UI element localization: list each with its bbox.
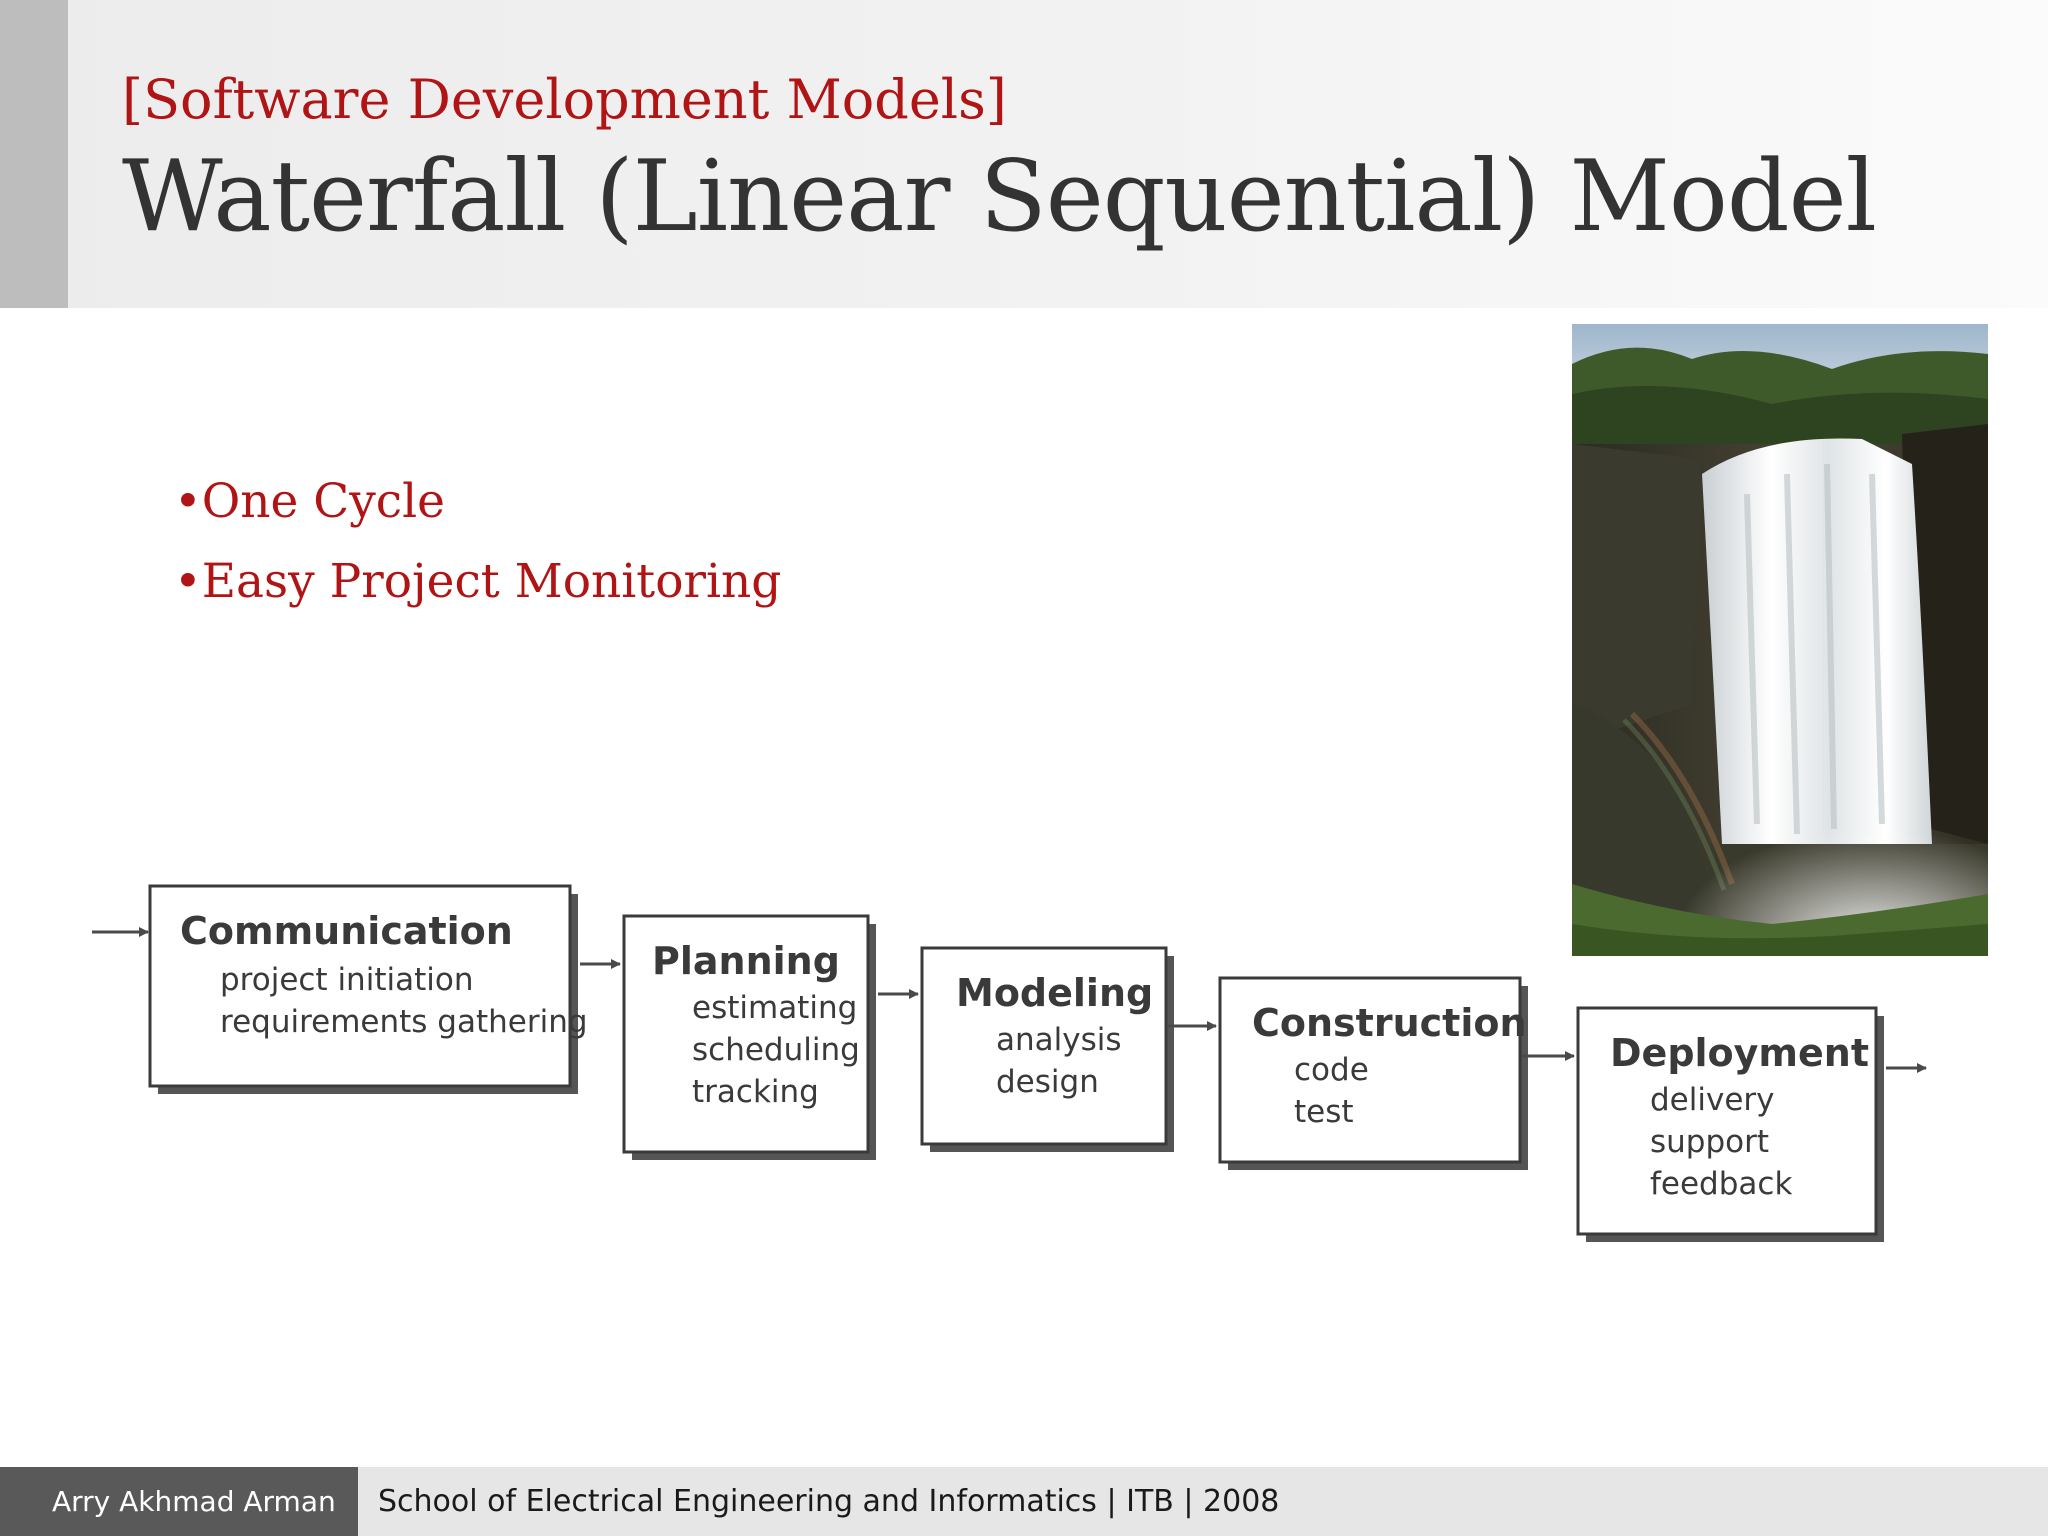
slide-title: Waterfall (Linear Sequential) Model xyxy=(122,140,1877,254)
step-item: project initiation xyxy=(220,962,473,998)
waterfall-photo xyxy=(1572,324,1988,956)
step-item: analysis xyxy=(996,1022,1122,1058)
slide-subtitle: [Software Development Models] xyxy=(122,68,1007,131)
step-title: Deployment xyxy=(1610,1031,1869,1075)
step-item: code xyxy=(1294,1052,1369,1088)
step-item: support xyxy=(1650,1124,1769,1160)
header-band xyxy=(0,0,2048,308)
step-item: tracking xyxy=(692,1074,819,1110)
step-title: Modeling xyxy=(956,971,1153,1015)
footer-institution: School of Electrical Engineering and Inf… xyxy=(358,1467,2048,1536)
step-planning: Planning estimating scheduling tracking xyxy=(622,914,876,1160)
step-construction: Construction code test xyxy=(1218,976,1528,1170)
waterfall-process-diagram: Communication project initiation require… xyxy=(92,884,1927,1242)
bullet-item: •One Cycle xyxy=(174,474,445,529)
step-item: feedback xyxy=(1650,1166,1792,1202)
step-title: Communication xyxy=(180,909,513,953)
step-item: estimating xyxy=(692,990,857,1026)
footer-author: Arry Akhmad Arman xyxy=(0,1467,358,1536)
step-item: test xyxy=(1294,1094,1354,1130)
header-accent-bar xyxy=(0,0,68,308)
step-title: Construction xyxy=(1252,1001,1527,1045)
step-modeling: Modeling analysis design xyxy=(920,946,1174,1152)
bullet-item: •Easy Project Monitoring xyxy=(174,554,782,609)
step-title: Planning xyxy=(652,939,840,983)
step-item: scheduling xyxy=(692,1032,860,1068)
step-item: requirements gathering xyxy=(220,1004,588,1040)
bullet-list: •One Cycle •Easy Project Monitoring xyxy=(174,470,781,630)
step-item: design xyxy=(996,1064,1099,1100)
step-deployment: Deployment delivery support feedback xyxy=(1576,1006,1884,1242)
step-item: delivery xyxy=(1650,1082,1774,1118)
step-communication: Communication project initiation require… xyxy=(148,884,588,1094)
